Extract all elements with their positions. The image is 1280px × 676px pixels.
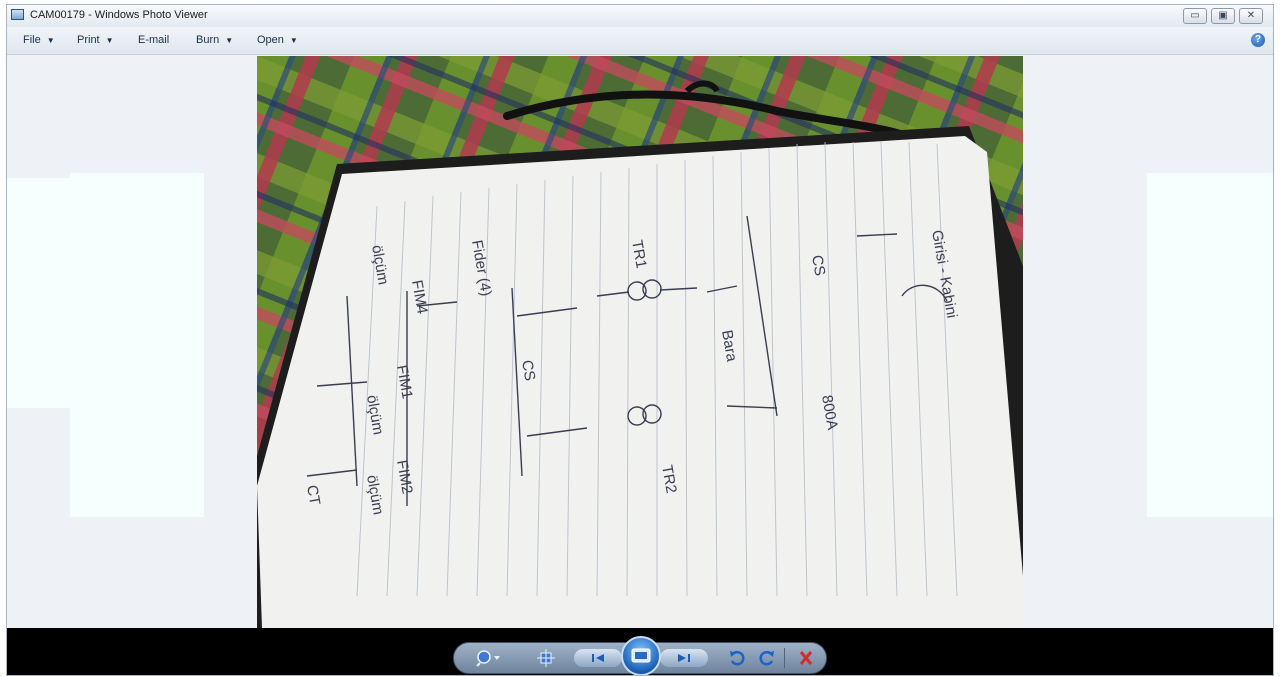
menu-email-label: E-mail xyxy=(138,34,170,46)
menu-file-label: File xyxy=(23,34,41,46)
ruled-lines xyxy=(356,141,958,597)
next-button[interactable] xyxy=(660,649,708,667)
displayed-photo[interactable]: Girisi - Kabini CS 800A Bara TR1 TR2 CS … xyxy=(257,56,1023,628)
hand-label-3: 800A xyxy=(818,394,841,431)
title-bar[interactable]: CAM00179 - Windows Photo Viewer ▭ ▣ ✕ xyxy=(7,5,1273,27)
hand-label-11: FIM4 xyxy=(408,279,431,316)
left-panel-edge xyxy=(7,178,70,408)
maximize-button[interactable]: ▣ xyxy=(1211,8,1235,24)
previous-icon xyxy=(592,654,604,662)
image-viewport: Girisi - Kabini CS 800A Bara TR1 TR2 CS … xyxy=(7,55,1273,628)
play-slideshow-button[interactable] xyxy=(621,636,661,675)
chevron-down-icon: ▼ xyxy=(225,36,234,45)
notebook-page xyxy=(257,136,1023,628)
menu-print-label: Print xyxy=(77,34,100,46)
menu-bar: File ▼ Print ▼ E-mail Burn ▼ Open ▼ ? xyxy=(7,27,1273,55)
slideshow-icon xyxy=(631,648,651,663)
right-panel xyxy=(1147,173,1273,517)
menu-open[interactable]: Open ▼ xyxy=(257,34,298,46)
photo-canvas: Girisi - Kabini CS 800A Bara TR1 TR2 CS … xyxy=(257,56,1023,628)
hand-label-6: TR2 xyxy=(658,464,680,495)
delete-icon[interactable] xyxy=(798,649,814,667)
left-panel xyxy=(70,173,204,517)
hand-label-2: CS xyxy=(808,254,828,277)
menu-print[interactable]: Print ▼ xyxy=(77,34,114,46)
hand-label-12: ölçüm xyxy=(368,244,392,286)
app-icon xyxy=(11,9,24,20)
close-button[interactable]: ✕ xyxy=(1239,8,1263,24)
hand-label-14: CT xyxy=(303,484,323,507)
menu-file[interactable]: File ▼ xyxy=(23,34,55,46)
menu-email[interactable]: E-mail xyxy=(138,34,169,46)
hand-label-9: FIM1 xyxy=(393,364,416,401)
actual-size-icon[interactable] xyxy=(536,649,556,667)
photo-viewer-window: CAM00179 - Windows Photo Viewer ▭ ▣ ✕ Fi… xyxy=(6,4,1274,676)
minimize-icon: ▭ xyxy=(1190,10,1200,21)
chevron-down-icon: ▼ xyxy=(289,36,298,45)
menu-burn[interactable]: Burn ▼ xyxy=(196,34,233,46)
cable-loop xyxy=(684,80,720,94)
hand-label-7: CS xyxy=(518,359,538,382)
rotate-clockwise-icon[interactable] xyxy=(758,649,776,667)
handwritten-diagram xyxy=(306,215,948,506)
hand-label-13: ölçüm xyxy=(363,394,387,436)
chevron-down-icon: ▼ xyxy=(46,36,55,45)
maximize-icon: ▣ xyxy=(1218,10,1228,21)
rotate-counterclockwise-icon[interactable] xyxy=(728,649,746,667)
hand-label-10: FIM2 xyxy=(393,459,416,496)
previous-button[interactable] xyxy=(574,649,622,667)
menu-open-label: Open xyxy=(257,34,284,46)
chevron-down-icon: ▼ xyxy=(105,36,114,45)
cable xyxy=(503,90,911,140)
window-title: CAM00179 - Windows Photo Viewer xyxy=(30,9,208,21)
hand-label-5: TR1 xyxy=(628,239,650,270)
playback-control-bar xyxy=(7,628,1273,675)
hand-label-15: ölçüm xyxy=(363,474,387,516)
menu-burn-label: Burn xyxy=(196,34,220,46)
close-icon: ✕ xyxy=(1246,10,1256,21)
next-icon xyxy=(678,654,690,662)
help-icon[interactable]: ? xyxy=(1251,33,1265,47)
zoom-icon[interactable] xyxy=(476,649,502,667)
divider xyxy=(784,648,785,668)
hand-label-4: Bara xyxy=(718,329,740,364)
minimize-button[interactable]: ▭ xyxy=(1183,8,1207,24)
